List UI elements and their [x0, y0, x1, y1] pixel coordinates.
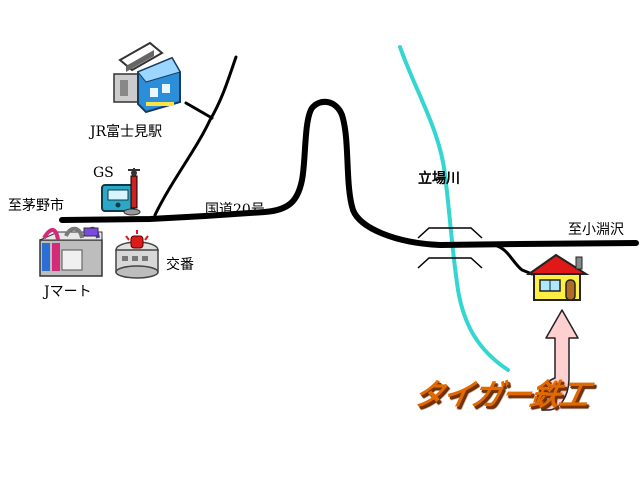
jr-station-label: JR富士見駅 — [90, 124, 163, 140]
branch-road — [492, 243, 534, 276]
up-arrow-icon — [541, 309, 579, 411]
river-line — [398, 45, 510, 372]
j-mart-label: Jマート — [44, 284, 92, 300]
police-box-icon — [115, 230, 159, 279]
house-icon — [525, 253, 590, 301]
railway-line — [153, 55, 238, 217]
station-access-line — [184, 101, 214, 120]
gas-pump-icon — [101, 168, 141, 216]
route-20-label: 国道20号 — [205, 202, 265, 218]
to-kobuchizawa-label: 至小淵沢 — [568, 222, 624, 238]
to-chino-label: 至茅野市 — [8, 198, 64, 214]
police-box-label: 交番 — [166, 257, 194, 273]
company-name-logo: タイガー鉄工 — [410, 378, 592, 413]
gas-station-label: GS — [93, 165, 114, 181]
convenience-store-icon — [39, 226, 103, 277]
train-station-icon — [113, 41, 181, 114]
river-label: 立場川 — [418, 171, 460, 187]
route-20-road — [59, 98, 639, 248]
bridge-marks — [417, 227, 483, 269]
